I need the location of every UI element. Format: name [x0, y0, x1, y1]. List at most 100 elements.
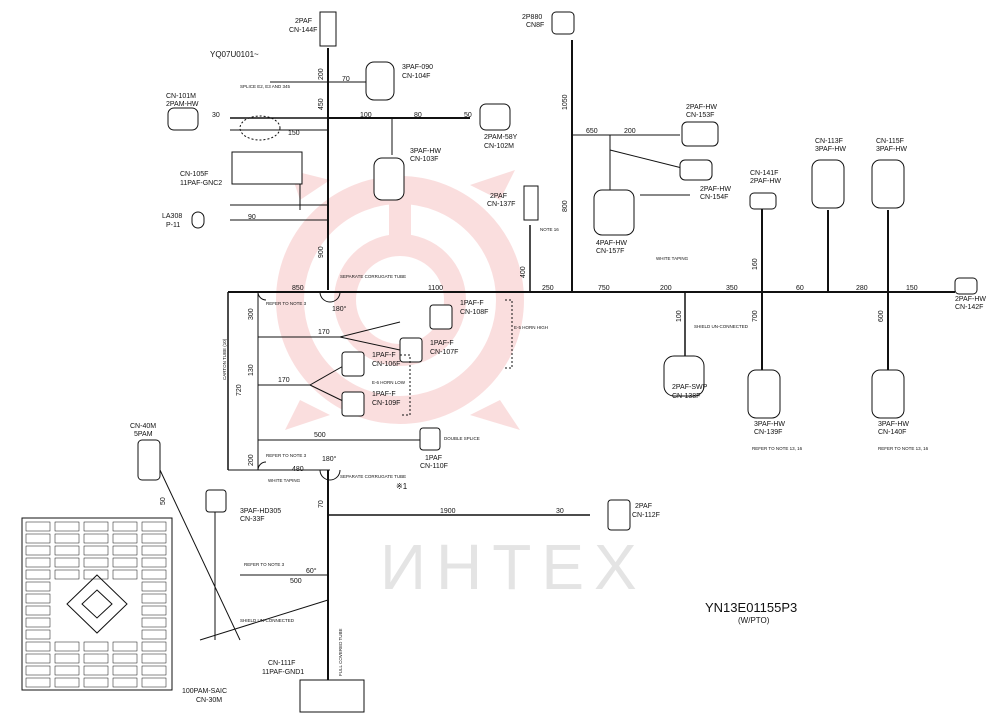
length-label: 400 [520, 266, 527, 278]
length-label: 170 [318, 329, 330, 336]
connector-name: 11PAF-GND1 [262, 669, 305, 676]
note-horn-high: E-5 HORN HIGH [514, 325, 549, 330]
length-label: 200 [318, 68, 325, 80]
connector-type: 100PAM-SAIC [182, 688, 227, 695]
connector-type: 5PAM [134, 431, 153, 438]
length-label: 1100 [428, 285, 444, 292]
length-label: 250 [542, 285, 554, 292]
note-double-splice: DOUBLE SPLICE [444, 436, 480, 441]
length-label: 750 [598, 285, 610, 292]
note-refer-note: REFER TO NOTE 3 [266, 453, 307, 458]
length-label: 70 [318, 500, 325, 508]
length-label: 50 [160, 497, 167, 505]
terminal-cell [112, 653, 138, 664]
length-label: 90 [248, 214, 256, 221]
length-label: 100 [676, 310, 683, 322]
length-label: 170 [278, 377, 290, 384]
length-label: 720 [236, 384, 243, 396]
connector-type: 2PAM-HW [166, 101, 199, 108]
connector-name: CN-140F [878, 429, 907, 436]
angle-label: 180° [332, 306, 347, 313]
terminal-cell [141, 557, 167, 568]
terminal-cell [141, 545, 167, 556]
length-label: 350 [726, 285, 738, 292]
terminal-cell [25, 641, 51, 652]
length-label: 1050 [562, 94, 569, 110]
ref-code: YQ07U0101~ [210, 50, 259, 59]
connector-name: CN-153F [686, 112, 715, 119]
note-16: NOTE 16 [540, 227, 559, 232]
connector-name: CN-115F [876, 138, 904, 145]
terminal-cell [141, 533, 167, 544]
terminal-cell [141, 581, 167, 592]
connector-type: 1PAF-F [372, 391, 396, 398]
connector-type: CN-111F [268, 660, 296, 667]
terminal-cell [25, 521, 51, 532]
connector-type: LA308 [162, 213, 183, 220]
connector-type: 2P880 [522, 14, 543, 21]
terminal-cell [54, 653, 80, 664]
note-refer: REFER TO NOTE 13, 16 [878, 446, 929, 451]
note-separate-corrugate-tube: SEPARATE CORRUGATE TUBE [340, 274, 407, 279]
terminal-cell [25, 545, 51, 556]
length-label: 850 [292, 285, 304, 292]
note-white-taping: WHITE TAPING [656, 256, 689, 261]
terminal-cell [54, 557, 80, 568]
note-refer-note: REFER TO NOTE 3 [266, 301, 307, 306]
connector-type: 3PAF-HW [876, 146, 907, 153]
terminal-cell [141, 593, 167, 604]
terminal-cell [25, 557, 51, 568]
terminal-cell [25, 629, 51, 640]
length-label: 50 [464, 112, 472, 119]
note-refer-note: REFER TO NOTE 3 [244, 562, 285, 567]
connector-name: CN-33F [240, 516, 265, 523]
length-label: 500 [290, 578, 302, 585]
terminal-cell [54, 641, 80, 652]
terminal-cell [83, 653, 109, 664]
connector-type: 3PAF-HW [754, 421, 785, 428]
connector-name: CN8F [526, 22, 545, 29]
note-separate-corrugate-tube: SEPARATE CORRUGATE TUBE [340, 474, 407, 479]
length-label: 70 [342, 76, 350, 83]
terminal-cell [83, 641, 109, 652]
length-label: 200 [248, 454, 255, 466]
note-mark: ※1 [396, 482, 408, 491]
terminal-cell [54, 533, 80, 544]
connector-type: 4PAF-HW [596, 240, 627, 247]
watermark-text: ИНТЕХ [380, 531, 647, 603]
connector-type: 2PAF [490, 193, 507, 200]
note-shield: SHIELD UN-CONNECTED [694, 324, 749, 329]
terminal-cell [141, 641, 167, 652]
connector-type: 1PAF-F [460, 300, 484, 307]
terminal-cell [83, 557, 109, 568]
terminal-cell [141, 605, 167, 616]
terminal-cell [112, 533, 138, 544]
terminal-cell [141, 653, 167, 664]
terminal-cell [141, 629, 167, 640]
connector-type: 1PAF [425, 455, 442, 462]
drawing-title: YN13E01155P3 [705, 600, 798, 615]
terminal-cell [25, 677, 51, 688]
terminal-cell [83, 545, 109, 556]
terminal-cell [54, 677, 80, 688]
terminal-cell [25, 617, 51, 628]
note-shield: SHIELD UN-CONNECTED [240, 618, 295, 623]
terminal-cell [141, 569, 167, 580]
length-label: 280 [856, 285, 868, 292]
terminal-cell [112, 641, 138, 652]
connector-name: CN-144F [289, 27, 318, 34]
connector-name: CN-138F [672, 393, 701, 400]
length-label: 60 [796, 285, 804, 292]
connector-type: 2PAF-SWP [672, 384, 708, 391]
terminal-cell [54, 545, 80, 556]
connector-name: CN-109F [372, 400, 401, 407]
length-label: 650 [586, 128, 598, 135]
note-white-taping: WHITE TAPING [268, 478, 301, 483]
note-refer: REFER TO NOTE 13, 16 [752, 446, 803, 451]
terminal-cell [54, 521, 80, 532]
connector-name: CN-142F [955, 304, 984, 311]
connector-name: CN-103F [410, 156, 439, 163]
connector-type: 1PAF-F [372, 352, 396, 359]
connector-name: CN-110F [420, 463, 448, 470]
